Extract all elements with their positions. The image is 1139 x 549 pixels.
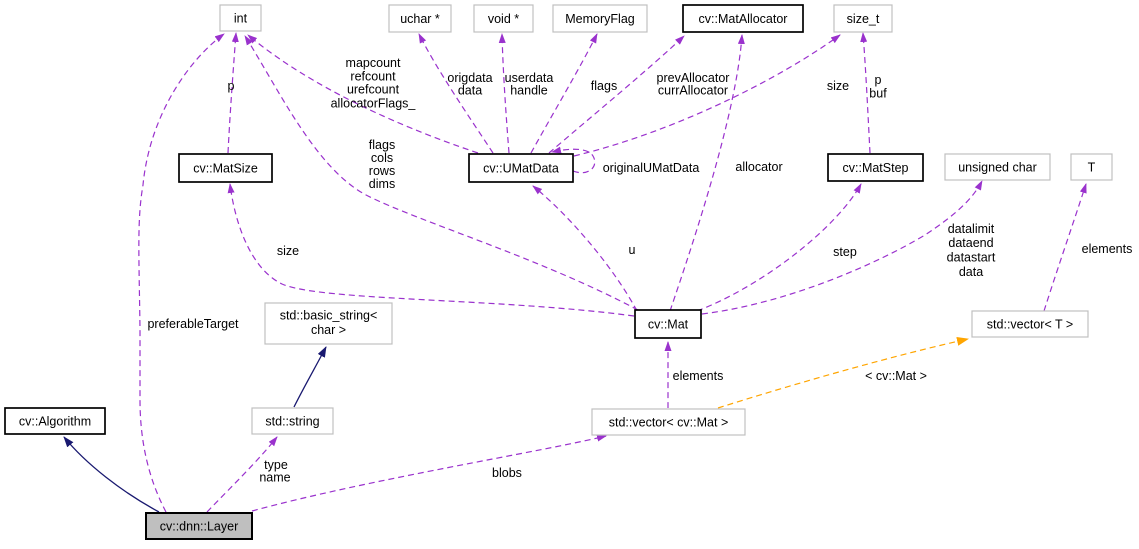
edge-label-template-arg: < cv::Mat > bbox=[865, 369, 927, 383]
edge-umatdata-to-int bbox=[247, 34, 479, 154]
edge-label-elements-mat: elements bbox=[673, 369, 724, 383]
node-cv-matallocator-label: cv::MatAllocator bbox=[699, 12, 788, 26]
edge-label-p-sizet: p bbox=[875, 73, 882, 87]
node-cv-matstep[interactable]: cv::MatStep bbox=[827, 153, 924, 182]
node-cv-dnn-layer-label: cv::dnn::Layer bbox=[160, 520, 239, 534]
edge-umatdata-self-loop bbox=[551, 146, 596, 174]
node-std-string: std::string bbox=[251, 407, 334, 435]
node-int: int bbox=[219, 4, 262, 32]
edge-umatdata-to-void bbox=[498, 33, 510, 154]
edge-matstep-to-sizet bbox=[860, 32, 871, 154]
edge-label-currallocator: currAllocator bbox=[658, 84, 728, 98]
node-uchar-ptr: uchar * bbox=[388, 4, 452, 33]
edge-label-preferabletarget: preferableTarget bbox=[147, 317, 239, 331]
edge-umatdata-to-sizet bbox=[573, 34, 841, 157]
edge-mat-to-int bbox=[244, 35, 639, 311]
edge-label-urefcount: urefcount bbox=[347, 83, 400, 97]
node-std-vector-t: std::vector< T > bbox=[971, 310, 1089, 338]
node-cv-matallocator[interactable]: cv::MatAllocator bbox=[682, 4, 804, 33]
edge-label-elements-t: elements bbox=[1082, 242, 1133, 256]
edge-label-prevallocator: prevAllocator bbox=[657, 71, 730, 85]
edge-label-p: p bbox=[228, 79, 235, 93]
node-cv-matstep-label: cv::MatStep bbox=[843, 161, 909, 175]
node-size-t: size_t bbox=[833, 4, 893, 33]
node-cv-matsize[interactable]: cv::MatSize bbox=[178, 153, 273, 183]
edge-label-data-mat: data bbox=[959, 265, 983, 279]
edge-label-origdata: origdata bbox=[447, 71, 492, 85]
edge-layer-to-int bbox=[138, 33, 225, 513]
node-std-basic-string: std::basic_string< char > bbox=[264, 302, 393, 345]
node-std-vector-t-label: std::vector< T > bbox=[987, 318, 1073, 332]
node-std-string-label: std::string bbox=[265, 415, 319, 429]
node-size-t-label: size_t bbox=[847, 12, 880, 26]
node-void-ptr: void * bbox=[473, 4, 534, 33]
node-cv-mat[interactable]: cv::Mat bbox=[634, 309, 702, 339]
node-std-basic-string-line2: char > bbox=[311, 323, 346, 337]
edge-label-dataend: dataend bbox=[948, 236, 993, 250]
edge-vectormat-to-vectort bbox=[717, 336, 969, 409]
edge-label-handle: handle bbox=[510, 84, 548, 98]
edge-umatdata-to-matallocator bbox=[548, 35, 685, 154]
edge-matsize-to-int bbox=[227, 32, 239, 154]
node-cv-mat-label: cv::Mat bbox=[648, 318, 689, 332]
node-memoryflag-label: MemoryFlag bbox=[565, 12, 635, 26]
edge-mat-to-unsignedchar bbox=[701, 180, 983, 315]
edge-label-step: step bbox=[833, 245, 857, 259]
node-cv-umatdata-label: cv::UMatData bbox=[483, 162, 559, 176]
edge-string-to-basicstring bbox=[293, 346, 327, 408]
node-cv-dnn-layer[interactable]: cv::dnn::Layer bbox=[145, 512, 253, 540]
edge-label-buf: buf bbox=[869, 87, 887, 101]
edge-umatdata-to-uchar bbox=[418, 33, 494, 154]
edge-mat-to-matallocator bbox=[669, 34, 745, 312]
edge-label-u: u bbox=[629, 243, 636, 257]
edge-label-dims: dims bbox=[369, 177, 395, 191]
edge-label-refcount: refcount bbox=[350, 70, 396, 84]
edge-label-cols: cols bbox=[371, 151, 393, 165]
edge-layer-to-string bbox=[206, 436, 278, 513]
edge-mat-to-matsize bbox=[227, 183, 635, 317]
node-t-label: T bbox=[1088, 161, 1096, 175]
edge-label-allocator: allocator bbox=[735, 160, 782, 174]
node-unsigned-char: unsigned char bbox=[944, 153, 1051, 181]
node-void-ptr-label: void * bbox=[488, 12, 519, 26]
edge-layer-to-vectormat bbox=[251, 434, 607, 512]
node-unsigned-char-label: unsigned char bbox=[958, 161, 1037, 175]
node-cv-umatdata[interactable]: cv::UMatData bbox=[468, 153, 574, 183]
node-t: T bbox=[1070, 153, 1113, 181]
node-cv-algorithm[interactable]: cv::Algorithm bbox=[4, 407, 106, 435]
edge-label-rows: rows bbox=[369, 164, 395, 178]
node-memoryflag: MemoryFlag bbox=[552, 4, 648, 33]
edge-label-size-matsize: size bbox=[277, 244, 299, 258]
edge-label-originalumatdata: originalUMatData bbox=[603, 161, 700, 175]
node-std-basic-string-line1: std::basic_string< bbox=[280, 309, 378, 323]
edge-label-size-sizet: size bbox=[827, 79, 849, 93]
node-uchar-ptr-label: uchar * bbox=[400, 12, 440, 26]
edge-label-userdata: userdata bbox=[505, 71, 554, 85]
edge-label-name: name bbox=[259, 471, 290, 485]
edge-mat-to-umatdata bbox=[532, 185, 638, 312]
edge-label-blobs: blobs bbox=[492, 466, 522, 480]
edge-mat-to-matstep bbox=[696, 183, 862, 312]
node-std-vector-cv-mat-label: std::vector< cv::Mat > bbox=[609, 416, 729, 430]
edge-label-flags-int: flags bbox=[369, 138, 395, 152]
node-cv-algorithm-label: cv::Algorithm bbox=[19, 415, 91, 429]
edge-layer-to-algorithm bbox=[63, 436, 160, 513]
edge-umatdata-to-memoryflag bbox=[530, 33, 598, 154]
node-int-label: int bbox=[234, 12, 248, 26]
edge-label-allocatorflags: allocatorFlags_ bbox=[331, 97, 417, 111]
node-cv-matsize-label: cv::MatSize bbox=[193, 162, 258, 176]
edge-label-datastart: datastart bbox=[947, 251, 996, 265]
edge-label-datalimit: datalimit bbox=[948, 222, 995, 236]
edge-label-flags-memoryflag: flags bbox=[591, 79, 617, 93]
edge-label-mapcount: mapcount bbox=[346, 56, 401, 70]
edge-vectort-to-t bbox=[1043, 183, 1087, 312]
node-std-vector-cv-mat: std::vector< cv::Mat > bbox=[591, 408, 746, 436]
edge-label-type: type bbox=[264, 458, 288, 472]
edge-label-data-uchar: data bbox=[458, 84, 482, 98]
